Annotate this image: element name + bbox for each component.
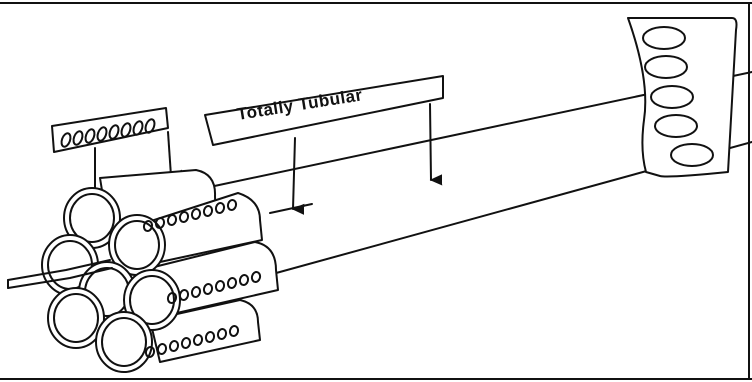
arrows-from-text-label — [291, 103, 443, 215]
large-hole — [642, 26, 686, 50]
tube-end — [95, 311, 153, 373]
arrows-from-small-label — [93, 131, 183, 198]
tube-hole-row — [166, 271, 262, 304]
wire — [7, 259, 113, 289]
tube-body — [149, 241, 279, 316]
tube-end — [47, 287, 105, 349]
large-hole — [670, 143, 714, 167]
small-hole-row — [60, 118, 156, 148]
large-hole — [644, 55, 688, 79]
tube-hole-row — [144, 325, 240, 358]
small-hole-label-card — [51, 107, 169, 153]
large-hole-label-strip — [627, 17, 738, 178]
large-hole-row — [642, 26, 714, 167]
large-hole — [650, 85, 694, 109]
arrow — [291, 137, 305, 215]
tube-bundle — [41, 169, 279, 373]
tube-hole-row — [142, 199, 238, 232]
arrow — [167, 131, 183, 181]
text-label-card: Totally Tubular — [204, 75, 444, 146]
arrow — [429, 103, 443, 186]
large-hole — [654, 114, 698, 138]
